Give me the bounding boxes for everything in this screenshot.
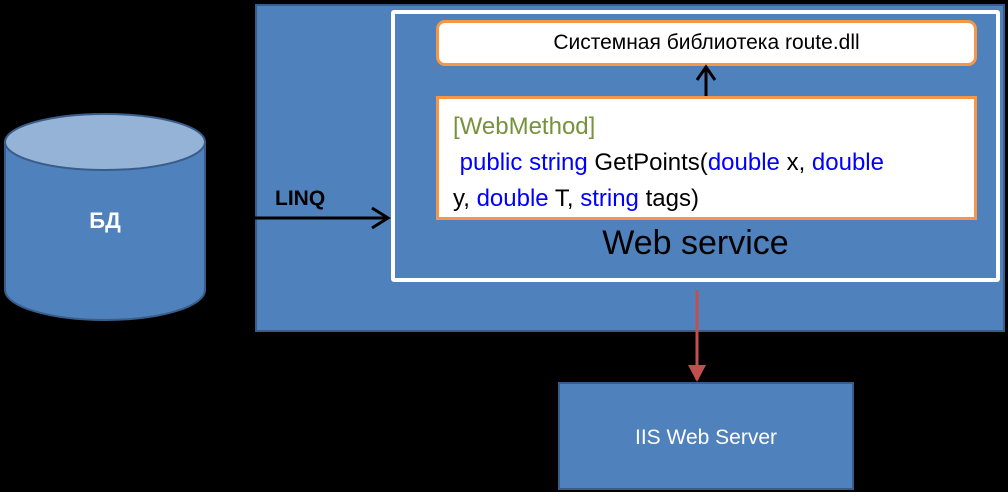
keyword-public: public [459, 149, 523, 176]
keyword-double: double [707, 149, 780, 176]
keyword-string: string [580, 185, 639, 212]
database-cylinder: БД [3, 112, 207, 322]
database-icon [4, 113, 206, 321]
keyword-string: string [529, 149, 588, 176]
param-y: y, [453, 185, 470, 212]
attribute-text: [WebMethod] [453, 113, 596, 140]
library-box: Системная библиотека route.dll [436, 20, 977, 66]
iis-web-server-box: IIS Web Server [558, 382, 854, 490]
code-line-1: [WebMethod] [453, 109, 960, 145]
method-name: GetPoints( [594, 149, 708, 176]
keyword-double: double [476, 185, 549, 212]
code-line-2: public string GetPoints(double x, double [453, 145, 960, 181]
param-tags: tags) [645, 185, 699, 212]
linq-arrow-head [371, 206, 391, 230]
web-service-label: Web service [602, 224, 789, 262]
database-label: БД [89, 208, 121, 233]
linq-label: LINQ [275, 187, 326, 210]
library-arrow-head [695, 64, 717, 81]
param-x: x, [786, 149, 806, 176]
param-T: T, [554, 185, 574, 212]
keyword-double: double [811, 149, 884, 176]
iis-arrow-head [688, 365, 706, 382]
code-line-3: y, double T, string tags) [453, 181, 960, 217]
code-box: [WebMethod] public string GetPoints(doub… [436, 96, 977, 220]
